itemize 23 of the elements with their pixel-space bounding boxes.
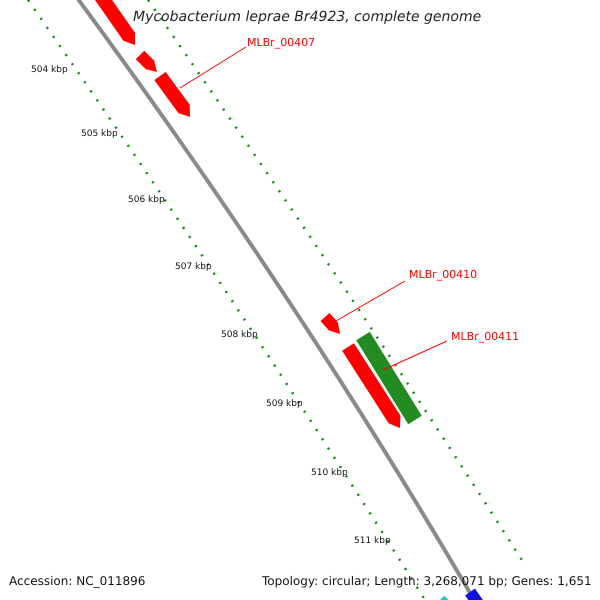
position-label: 507 kbp (175, 263, 212, 272)
position-label: 508 kbp (221, 331, 258, 340)
title: Mycobacterium leprae Br4923, complete genome (133, 10, 482, 24)
gene-feature (94, 0, 135, 45)
gene-feature (154, 72, 190, 117)
gene-feature (320, 313, 340, 334)
gene-feature (136, 50, 157, 72)
gene-label: MLBr_00411 (451, 331, 520, 342)
gene-feature (356, 332, 422, 424)
position-label: 504 kbp (31, 66, 68, 75)
gene-label: MLBr_00410 (409, 269, 478, 280)
position-label: 511 kbp (354, 537, 391, 546)
position-label: 510 kbp (311, 469, 348, 478)
leader-line (336, 280, 406, 322)
position-label: 506 kbp (128, 196, 165, 205)
footer-text: Accession: NC_011896 (9, 575, 146, 587)
gene-label: MLBr_00407 (247, 37, 316, 48)
gene-feature (342, 343, 400, 428)
leader-line (180, 46, 246, 88)
footer-text: Topology: circular; Length: 3,268,071 bp; Genes: 1,651 (262, 575, 592, 587)
position-label: 505 kbp (81, 130, 118, 139)
position-label: 509 kbp (266, 400, 303, 409)
leader-line (382, 340, 448, 370)
